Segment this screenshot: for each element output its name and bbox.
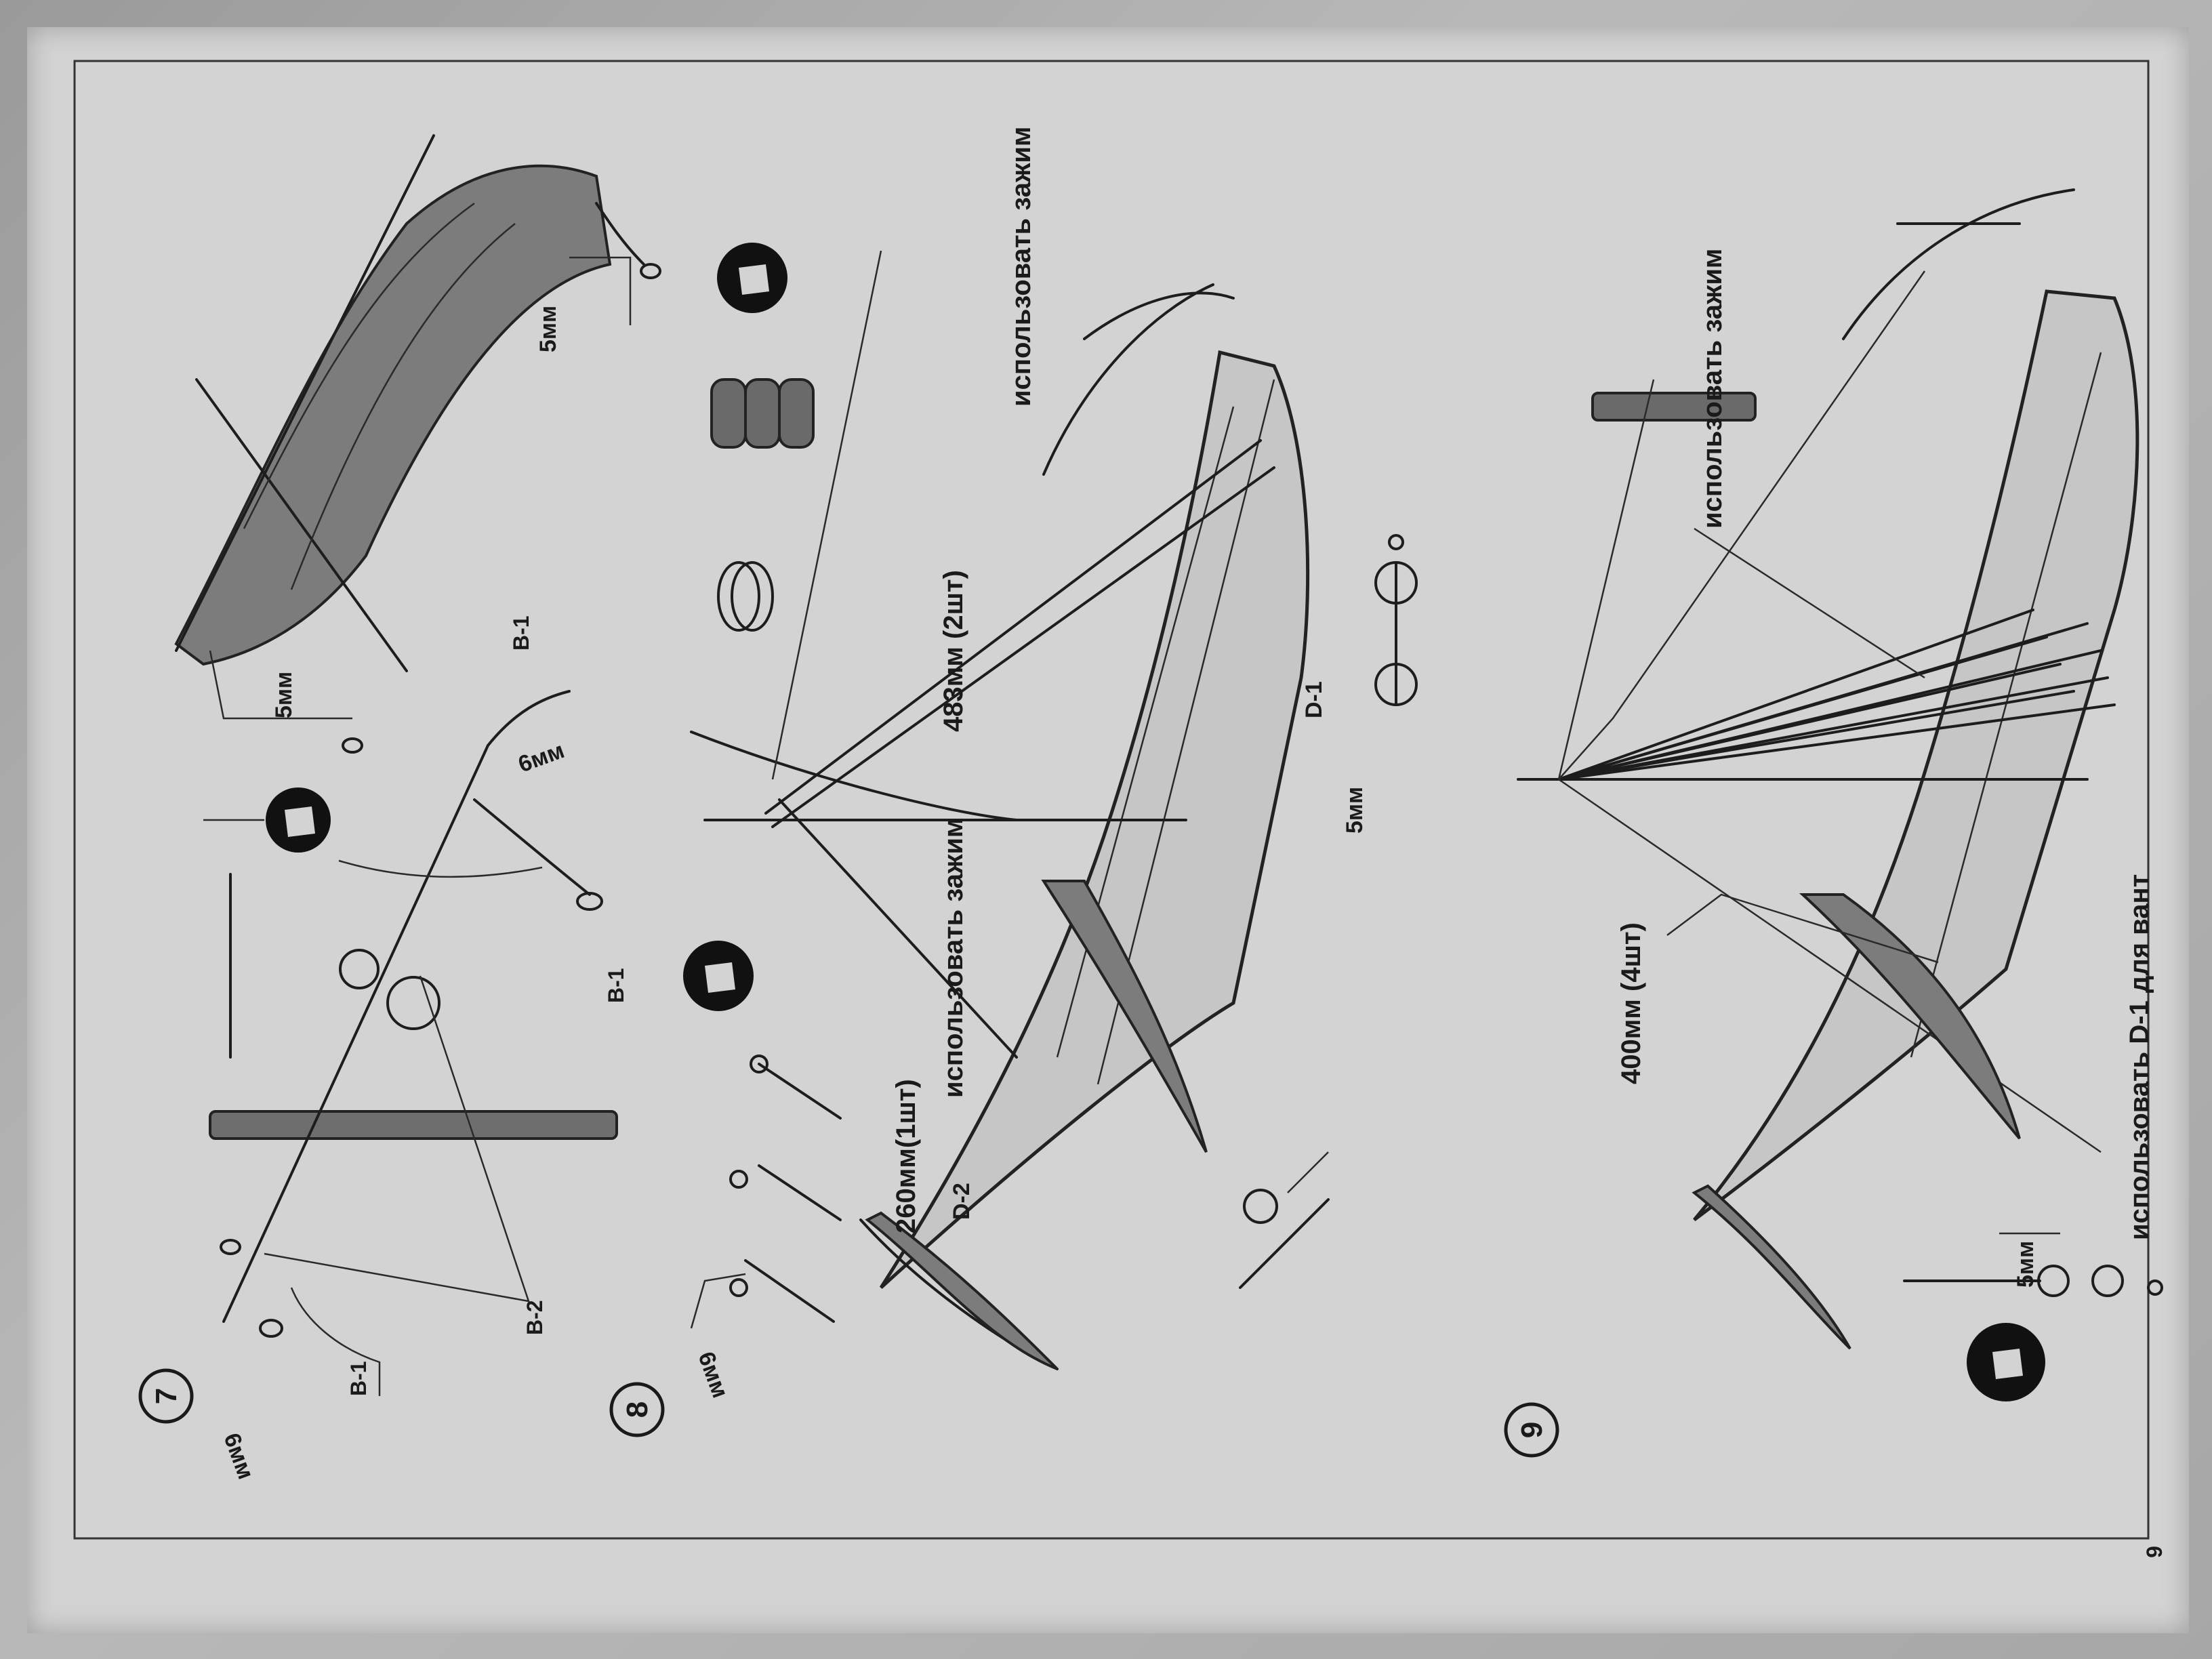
yard-step-8: [690, 731, 1018, 821]
hull-step-9: [1693, 289, 2139, 1221]
dim-5mm-step-8: 5мм: [1342, 787, 1368, 834]
step-9: 9: [1504, 188, 2163, 1458]
stay-to-top: [771, 250, 882, 780]
sail-curve-step-8: [1041, 880, 1208, 1153]
part-d2: D-2: [949, 1183, 975, 1220]
rope-400: 400мм (4шт): [1616, 922, 1646, 1084]
stern-ornament: [1042, 283, 1214, 476]
deadeye-detail-step-9: [1903, 1232, 2163, 1297]
mast-top-piece: [1591, 392, 1757, 422]
pins-detail-step-8: [690, 1054, 842, 1329]
part-b2: В-2: [523, 1300, 547, 1335]
dim-6mm-step-8: 6мм: [693, 1349, 733, 1401]
dim-5mm-top: 5мм: [535, 306, 561, 352]
clamp-detail-top: [710, 378, 815, 632]
part-b1-right: В-1: [604, 968, 628, 1003]
dim-5mm-step-9: 5мм: [2013, 1241, 2039, 1288]
part-b1-left: В-1: [346, 1361, 371, 1396]
hull-9-deck: [1910, 352, 2102, 1058]
page-frame: [73, 60, 2150, 1540]
step-8-number: 8: [621, 1401, 654, 1418]
step-7-number: 7: [150, 1388, 183, 1404]
hull-step-8: [879, 350, 1310, 1289]
part-b1-center: В-1: [509, 615, 533, 651]
stay-260: [778, 798, 1018, 1059]
stern-arc: [1083, 291, 1235, 340]
rope-coil-step-8: [1239, 1151, 1330, 1289]
clamp-tool-icon-8-mid-glyph: [705, 962, 735, 993]
pointer-400: [1666, 893, 1939, 964]
rope-260: 260мм(1шт): [891, 1079, 921, 1233]
shrouds-step-9: [1557, 270, 2116, 1153]
mast-with-loop: [209, 690, 618, 1396]
part-d1: D-1: [1301, 681, 1327, 718]
use-clamp-step-9: использовать зажим: [1698, 249, 1727, 529]
stay-483-a: [764, 439, 1262, 815]
step-9-circle: [1504, 1402, 1559, 1458]
dim-6mm-right: 6мм: [515, 737, 568, 777]
clamp-tool-icon-9-glyph: [1992, 1349, 2023, 1379]
pointer-use-clamp-9: [1694, 527, 1925, 679]
page-number: 9: [2142, 1546, 2167, 1558]
step-8: 8: [609, 127, 1418, 1437]
bow-sail: [865, 1211, 1059, 1370]
step-9-number: 9: [1515, 1422, 1549, 1438]
bow-sail-9: [1692, 1184, 1851, 1350]
use-d1-for-shrouds: использовать D-1 для вант: [2125, 874, 2154, 1240]
clamp-tool-icon-glyph: [285, 806, 315, 837]
step-7-circle: [138, 1368, 194, 1424]
deadeyes-row: [1374, 534, 1418, 706]
step-7: 7: [138, 134, 661, 1483]
stern-ornament-9: [1842, 188, 2075, 340]
dim-5mm-center: 5мм: [271, 672, 297, 718]
step-8-circle: [609, 1382, 665, 1437]
use-clamp-top: использовать зажим: [1006, 127, 1036, 407]
stay-483-b: [771, 466, 1275, 828]
yard-with-sail: [174, 134, 661, 754]
use-clamp-mid: использовать зажим: [939, 818, 968, 1099]
clamp-tool-icon-8-top-glyph: [739, 264, 769, 295]
rope-483: 483мм (2шт): [939, 570, 968, 732]
dim-6mm-left: 6мм: [218, 1430, 258, 1483]
